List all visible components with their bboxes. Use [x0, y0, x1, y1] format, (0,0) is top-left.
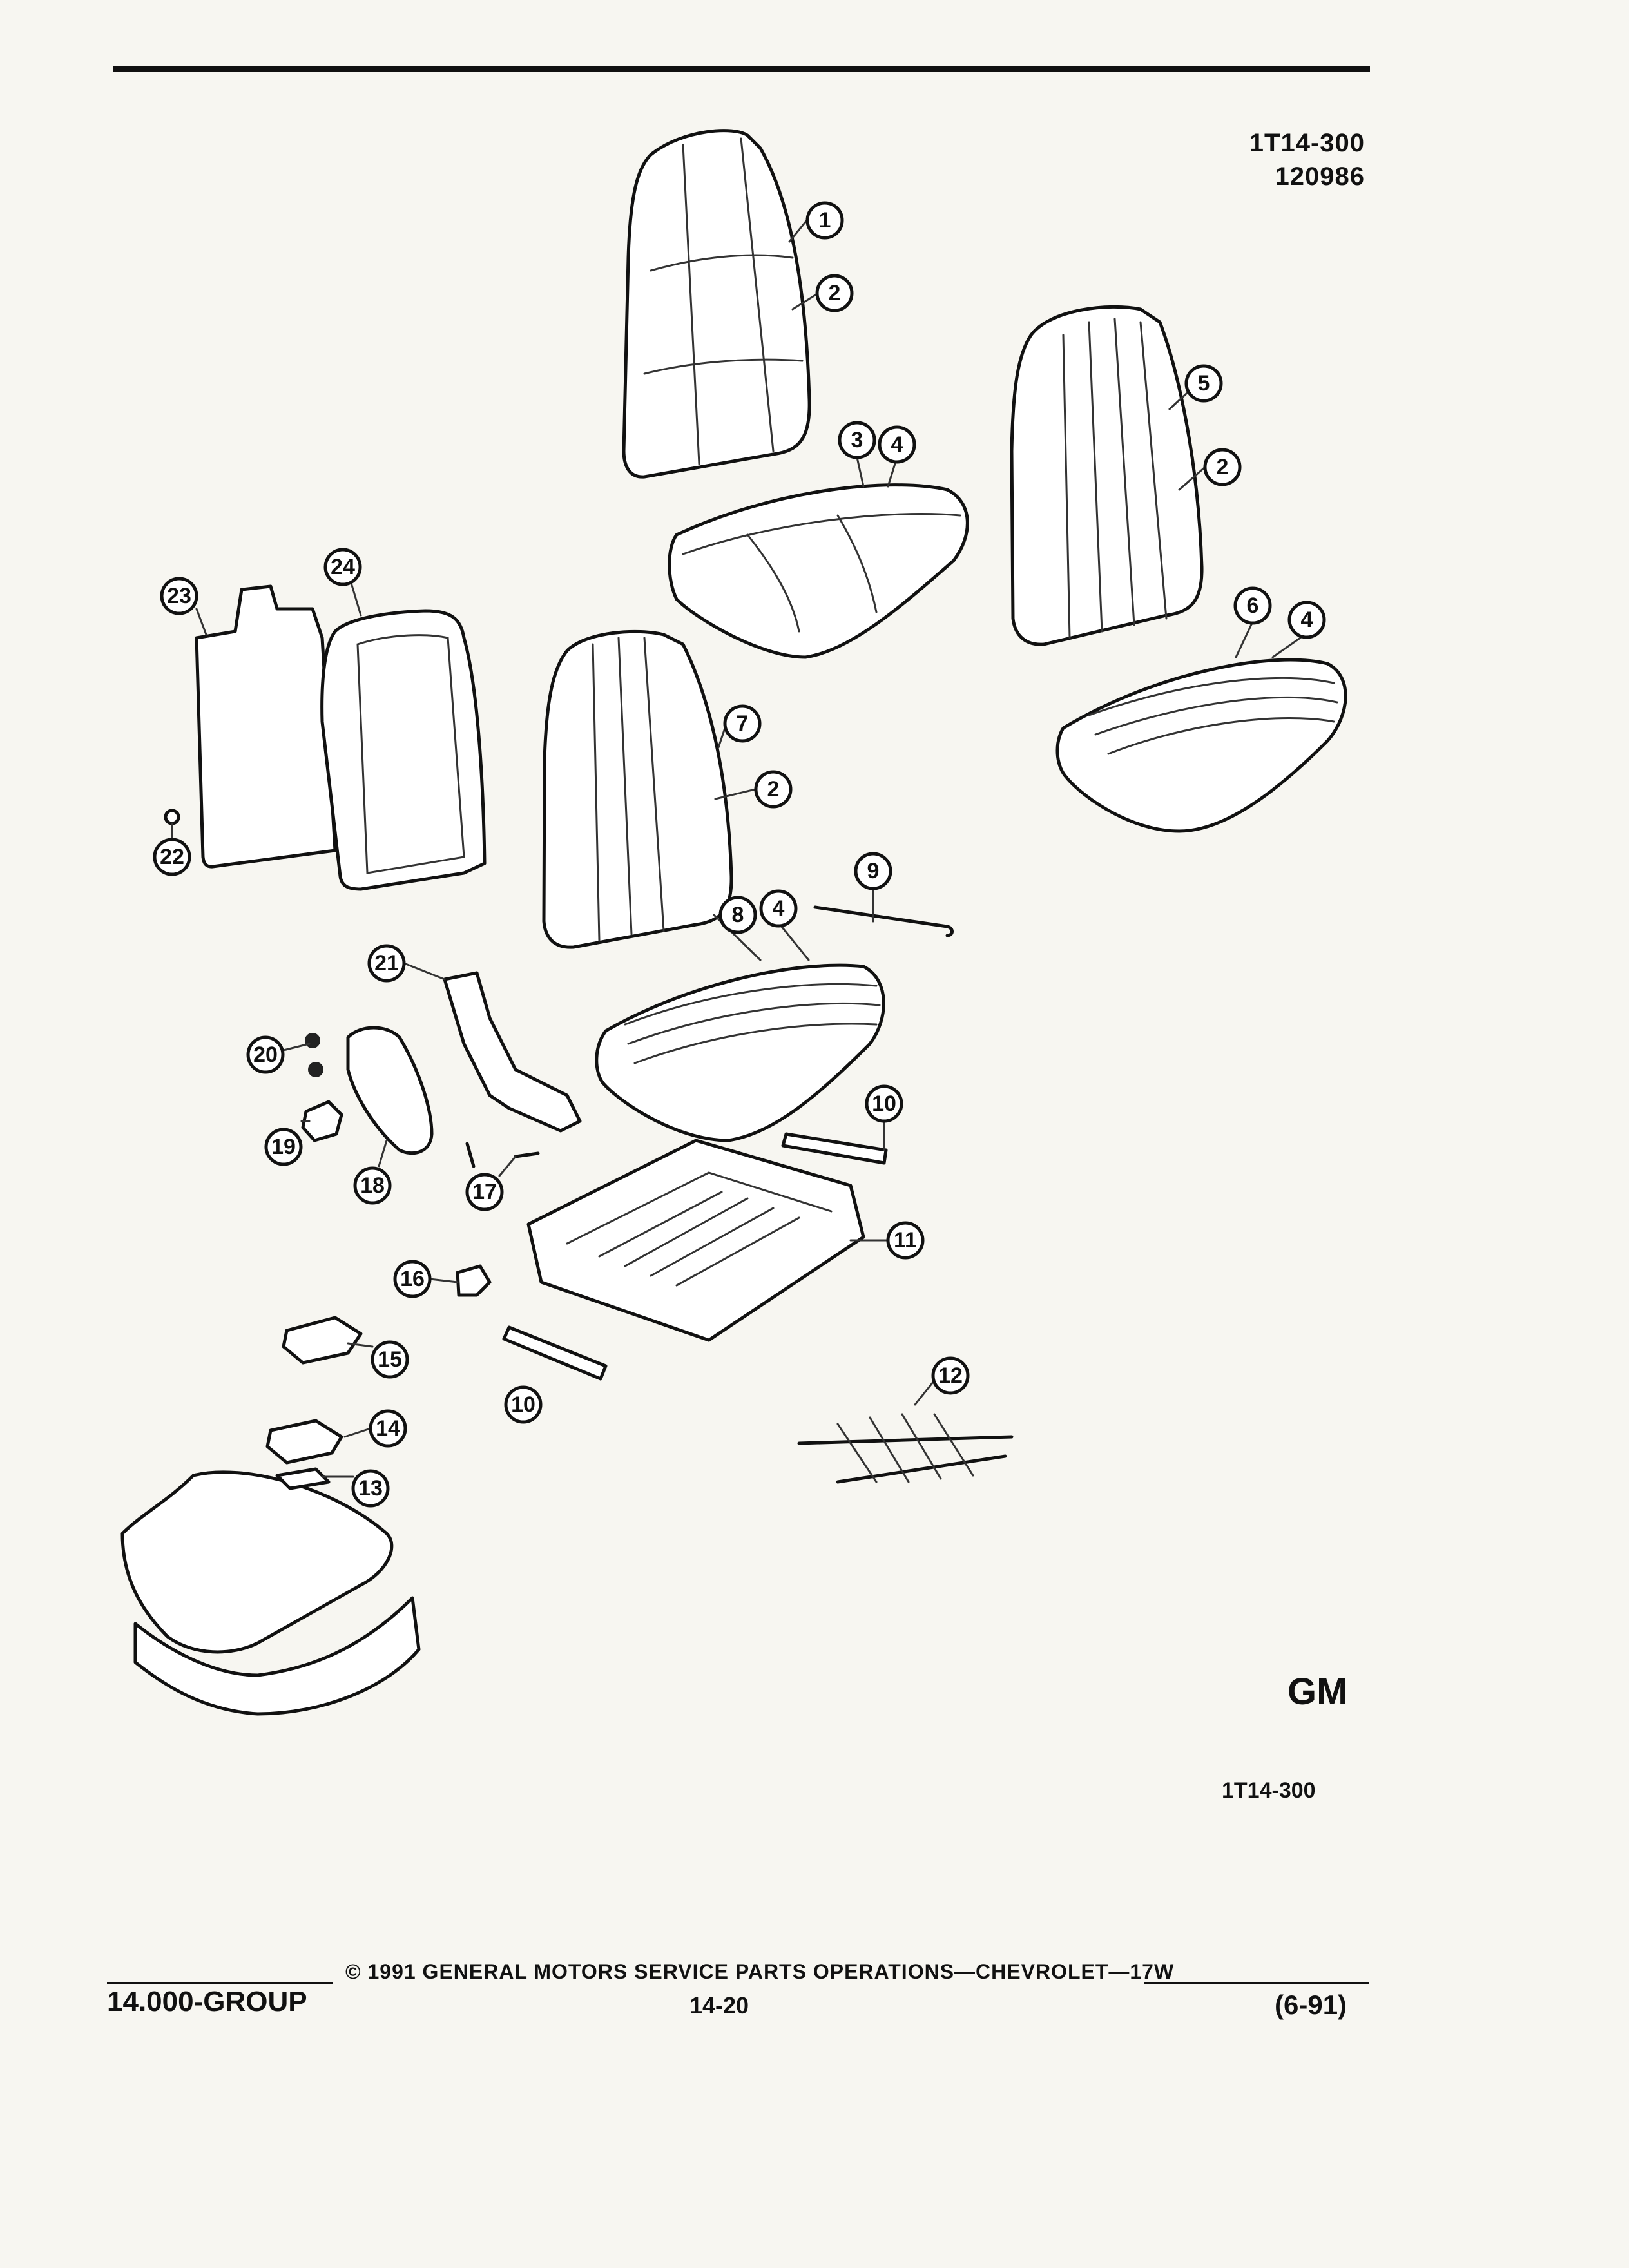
svg-text:14: 14	[376, 1416, 400, 1441]
callout-4c: 4	[759, 889, 798, 928]
svg-text:5: 5	[1198, 371, 1210, 396]
svg-text:18: 18	[360, 1173, 385, 1198]
svg-text:7: 7	[737, 711, 749, 736]
footer-copyright: © 1991 GENERAL MOTORS SERVICE PARTS OPER…	[345, 1960, 1175, 1983]
callout-7: 7	[723, 704, 762, 743]
seat-cushion-8	[595, 963, 885, 1142]
footer-rule-right	[1144, 1982, 1369, 1984]
footer-rule-left	[107, 1982, 333, 1984]
svg-text:16: 16	[400, 1267, 425, 1291]
callout-10a: 10	[865, 1084, 903, 1123]
callout-21: 21	[367, 944, 406, 983]
callout-14: 14	[369, 1409, 407, 1448]
top-rule	[113, 66, 1370, 72]
callout-20: 20	[246, 1035, 285, 1074]
footer-group: 14.000-GROUP	[107, 1986, 307, 2017]
svg-text:24: 24	[331, 555, 355, 579]
callout-3: 3	[838, 421, 876, 459]
svg-text:12: 12	[938, 1363, 963, 1388]
callout-13: 13	[351, 1469, 390, 1508]
seat-back-cover-1	[622, 129, 811, 479]
svg-text:20: 20	[253, 1043, 278, 1067]
figure-id-bottom: 1T14-300	[1222, 1778, 1316, 1803]
svg-text:4: 4	[891, 432, 903, 457]
seat-assembly-13	[120, 1467, 421, 1716]
footer-date: (6-91)	[1275, 1990, 1347, 2020]
svg-text:10: 10	[511, 1392, 535, 1417]
callout-2b: 2	[1203, 448, 1242, 486]
seat-frame-11	[526, 1139, 865, 1342]
callout-15: 15	[371, 1340, 409, 1379]
spring-assembly-12	[797, 1413, 1014, 1484]
callout-2c: 2	[754, 770, 793, 809]
seat-back-frame-24	[320, 609, 487, 891]
figure-id: 1T14-300	[1249, 129, 1365, 157]
svg-text:1: 1	[819, 208, 831, 233]
callout-11: 11	[886, 1221, 925, 1260]
callout-23: 23	[160, 577, 198, 615]
seat-cushion-3	[668, 483, 969, 659]
recliner-cover-18	[346, 1026, 434, 1155]
svg-text:6: 6	[1247, 593, 1259, 618]
cap-15	[282, 1316, 363, 1365]
svg-text:4: 4	[773, 896, 785, 921]
channel-10-lower	[502, 1325, 608, 1381]
bezel-14	[265, 1419, 343, 1465]
gm-logo: GM	[1287, 1671, 1348, 1713]
svg-text:2: 2	[1217, 455, 1229, 479]
callout-9: 9	[854, 852, 892, 890]
svg-text:10: 10	[872, 1091, 896, 1116]
callout-18: 18	[353, 1166, 392, 1205]
callout-1: 1	[805, 201, 844, 240]
svg-text:23: 23	[167, 584, 191, 608]
nut-22	[164, 809, 180, 825]
channel-10-upper	[781, 1132, 888, 1165]
svg-text:9: 9	[867, 859, 880, 883]
svg-text:21: 21	[374, 951, 399, 975]
screws-20	[305, 1033, 323, 1077]
recliner-bracket-21	[443, 971, 582, 1133]
seat-back-cover-7	[542, 629, 733, 949]
callout-12: 12	[931, 1356, 970, 1395]
callout-6: 6	[1233, 586, 1272, 625]
svg-text:15: 15	[378, 1347, 402, 1372]
callout-10b: 10	[504, 1385, 543, 1424]
svg-text:3: 3	[851, 428, 863, 452]
svg-text:4: 4	[1301, 608, 1313, 632]
svg-text:22: 22	[160, 845, 184, 869]
svg-text:8: 8	[732, 903, 744, 927]
callout-8: 8	[718, 896, 757, 934]
callout-22: 22	[153, 838, 191, 876]
svg-text:2: 2	[829, 281, 841, 305]
svg-text:17: 17	[472, 1180, 497, 1204]
callout-19: 19	[264, 1128, 303, 1166]
svg-text:11: 11	[894, 1228, 917, 1253]
svg-text:19: 19	[271, 1135, 296, 1159]
callout-4b: 4	[1287, 601, 1326, 639]
seat-back-cover-5	[1010, 305, 1204, 646]
callout-4a: 4	[878, 425, 916, 464]
figure-number: 120986	[1275, 162, 1365, 191]
back-panel-23	[195, 584, 337, 869]
svg-text:13: 13	[358, 1476, 383, 1501]
callout-24: 24	[323, 548, 362, 586]
seat-cushion-6	[1055, 658, 1347, 833]
callout-16: 16	[393, 1260, 432, 1298]
leader-lines	[171, 219, 1306, 1478]
callout-5: 5	[1184, 364, 1223, 403]
clip-16	[456, 1264, 492, 1297]
handle-knob-19	[301, 1100, 343, 1142]
callout-2a: 2	[815, 274, 854, 312]
svg-text:2: 2	[767, 777, 780, 802]
bolts-17	[465, 1142, 540, 1168]
rod-9	[813, 905, 954, 937]
footer-page-number: 14-20	[689, 1992, 749, 2019]
callout-17: 17	[465, 1173, 504, 1211]
